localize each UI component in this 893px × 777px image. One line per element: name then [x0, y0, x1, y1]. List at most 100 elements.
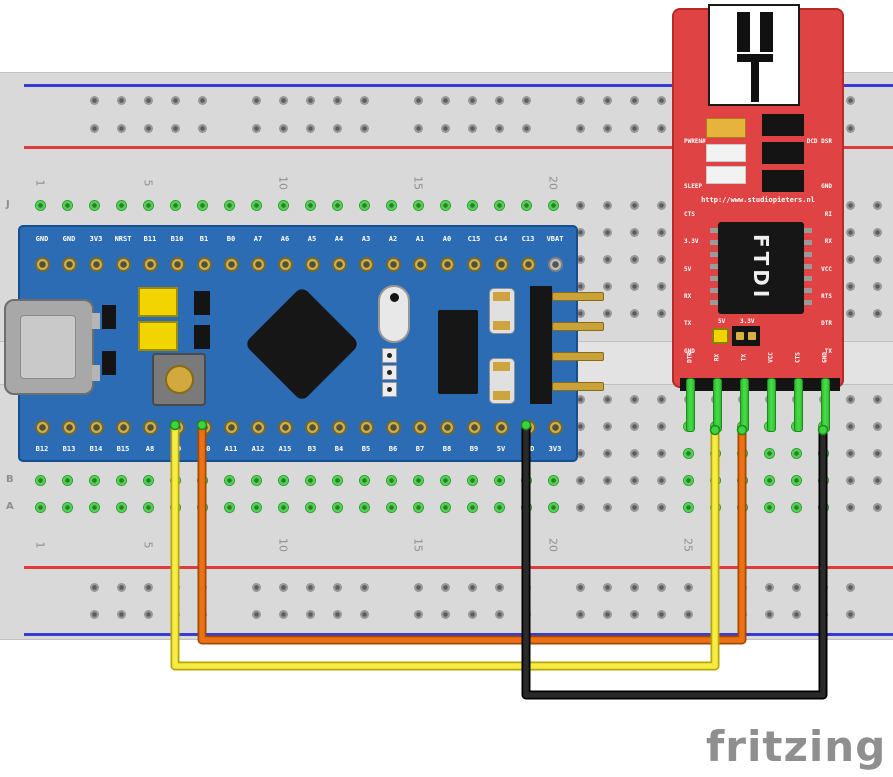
bluepill-pin-hole[interactable]: [304, 419, 320, 435]
bluepill-pin-label: B6: [388, 445, 398, 453]
bluepill-pin-hole[interactable]: [115, 419, 131, 435]
breadboard-hole-connected: [413, 475, 423, 485]
breadboard-hole: [629, 227, 639, 237]
breadboard-hole-connected: [197, 502, 207, 512]
ftdi-header-pin[interactable]: [820, 378, 830, 432]
bluepill-pin-hole[interactable]: [331, 256, 347, 272]
breadboard-rail-hole: [575, 95, 585, 105]
bluepill-pin-hole[interactable]: [142, 419, 158, 435]
bluepill-pin-hole[interactable]: [412, 256, 428, 272]
breadboard-hole-connected: [683, 448, 693, 458]
breadboard-rail-hole: [278, 609, 288, 619]
breadboard-hole-connected: [359, 502, 369, 512]
breadboard-rail-hole: [170, 123, 180, 133]
breadboard-rail-hole: [413, 582, 423, 592]
ftdi-pin-label: CTS: [684, 211, 695, 218]
bluepill-pin-hole[interactable]: [115, 256, 131, 272]
bluepill-pin-hole[interactable]: [493, 256, 509, 272]
bluepill-pin-hole[interactable]: [88, 256, 104, 272]
reset-button-cap[interactable]: [165, 365, 194, 394]
breadboard-rail-hole: [413, 609, 423, 619]
bluepill-pin-hole[interactable]: [250, 419, 266, 435]
breadboard-rail-hole: [521, 123, 531, 133]
swd-pin[interactable]: [552, 352, 604, 361]
row-letter-a: A: [6, 501, 14, 512]
bluepill-pin-hole[interactable]: [169, 256, 185, 272]
breadboard-rail-hole: [467, 609, 477, 619]
bluepill-pin-hole[interactable]: [277, 419, 293, 435]
swd-pin[interactable]: [552, 292, 604, 301]
bluepill-pin-hole[interactable]: [520, 419, 536, 435]
breadboard-rail-hole: [89, 582, 99, 592]
bluepill-pin-hole[interactable]: [169, 419, 185, 435]
ftdi-header-pin[interactable]: [739, 378, 749, 432]
bluepill-pin-hole[interactable]: [277, 256, 293, 272]
breadboard-hole-connected: [251, 502, 261, 512]
breadboard-hole-connected: [818, 502, 828, 512]
breadboard-hole-connected: [710, 475, 720, 485]
breadboard-hole: [845, 281, 855, 291]
bluepill-pin-hole[interactable]: [412, 419, 428, 435]
ftdi-pin-label: RI: [824, 211, 832, 218]
breadboard-hole: [629, 254, 639, 264]
breadboard-hole-connected: [278, 200, 288, 210]
breadboard-hole: [872, 308, 882, 318]
bluepill-pin-hole[interactable]: [196, 419, 212, 435]
breadboard-hole-connected: [332, 502, 342, 512]
ftdi-header-pin[interactable]: [793, 378, 803, 432]
bluepill-pin-hole[interactable]: [358, 256, 374, 272]
bluepill-pin-hole[interactable]: [466, 419, 482, 435]
breadboard-rail-hole: [251, 123, 261, 133]
bluepill-pin-hole[interactable]: [493, 419, 509, 435]
breadboard-hole-connected: [467, 502, 477, 512]
bluepill-pin-hole[interactable]: [547, 256, 563, 272]
bluepill-pin-label: B10: [170, 235, 184, 243]
bluepill-pin-hole[interactable]: [520, 256, 536, 272]
bluepill-pin-hole[interactable]: [385, 256, 401, 272]
ftdi-chip-leg: [710, 276, 718, 281]
breadboard-rail-hole: [602, 609, 612, 619]
usb-contact: [737, 54, 773, 62]
boot0-jumper[interactable]: [138, 321, 178, 351]
bluepill-pin-hole[interactable]: [223, 419, 239, 435]
bluepill-pin-hole[interactable]: [34, 256, 50, 272]
breadboard-rail-hole: [467, 95, 477, 105]
bluepill-pin-label: GND: [62, 235, 76, 243]
bluepill-pin-hole[interactable]: [547, 419, 563, 435]
bluepill-pin-label: A12: [251, 445, 265, 453]
breadboard-hole: [629, 394, 639, 404]
bluepill-pin-hole[interactable]: [61, 256, 77, 272]
bluepill-pin-hole[interactable]: [466, 256, 482, 272]
ftdi-header-pin[interactable]: [712, 378, 722, 432]
bluepill-pin-hole[interactable]: [304, 256, 320, 272]
breadboard-hole-connected: [305, 475, 315, 485]
bluepill-pin-hole[interactable]: [358, 419, 374, 435]
breadboard-rail-hole: [629, 609, 639, 619]
swd-pin[interactable]: [552, 322, 604, 331]
bluepill-pin-hole[interactable]: [223, 256, 239, 272]
bluepill-pin-hole[interactable]: [385, 419, 401, 435]
ftdi-header-pin[interactable]: [766, 378, 776, 432]
bluepill-pin-hole[interactable]: [88, 419, 104, 435]
bluepill-pin-label: C13: [521, 235, 535, 243]
bluepill-pin-hole[interactable]: [196, 256, 212, 272]
voltage-select-jumper[interactable]: [712, 328, 729, 344]
breadboard-hole-connected: [521, 475, 531, 485]
bluepill-pin-hole[interactable]: [142, 256, 158, 272]
bluepill-pin-hole[interactable]: [331, 419, 347, 435]
breadboard-hole-connected: [332, 200, 342, 210]
bluepill-pin-hole[interactable]: [250, 256, 266, 272]
ftdi-chip-leg: [804, 228, 812, 233]
breadboard-hole-connected: [62, 502, 72, 512]
ftdi-header-pin[interactable]: [685, 378, 695, 432]
bluepill-pin-hole[interactable]: [439, 419, 455, 435]
swd-pin[interactable]: [552, 382, 604, 391]
breadboard-hole-connected: [62, 475, 72, 485]
bluepill-pin-hole[interactable]: [34, 419, 50, 435]
boot1-jumper[interactable]: [138, 287, 178, 317]
reset-button[interactable]: [152, 353, 206, 406]
bluepill-pin-hole[interactable]: [439, 256, 455, 272]
bluepill-pin-hole[interactable]: [61, 419, 77, 435]
